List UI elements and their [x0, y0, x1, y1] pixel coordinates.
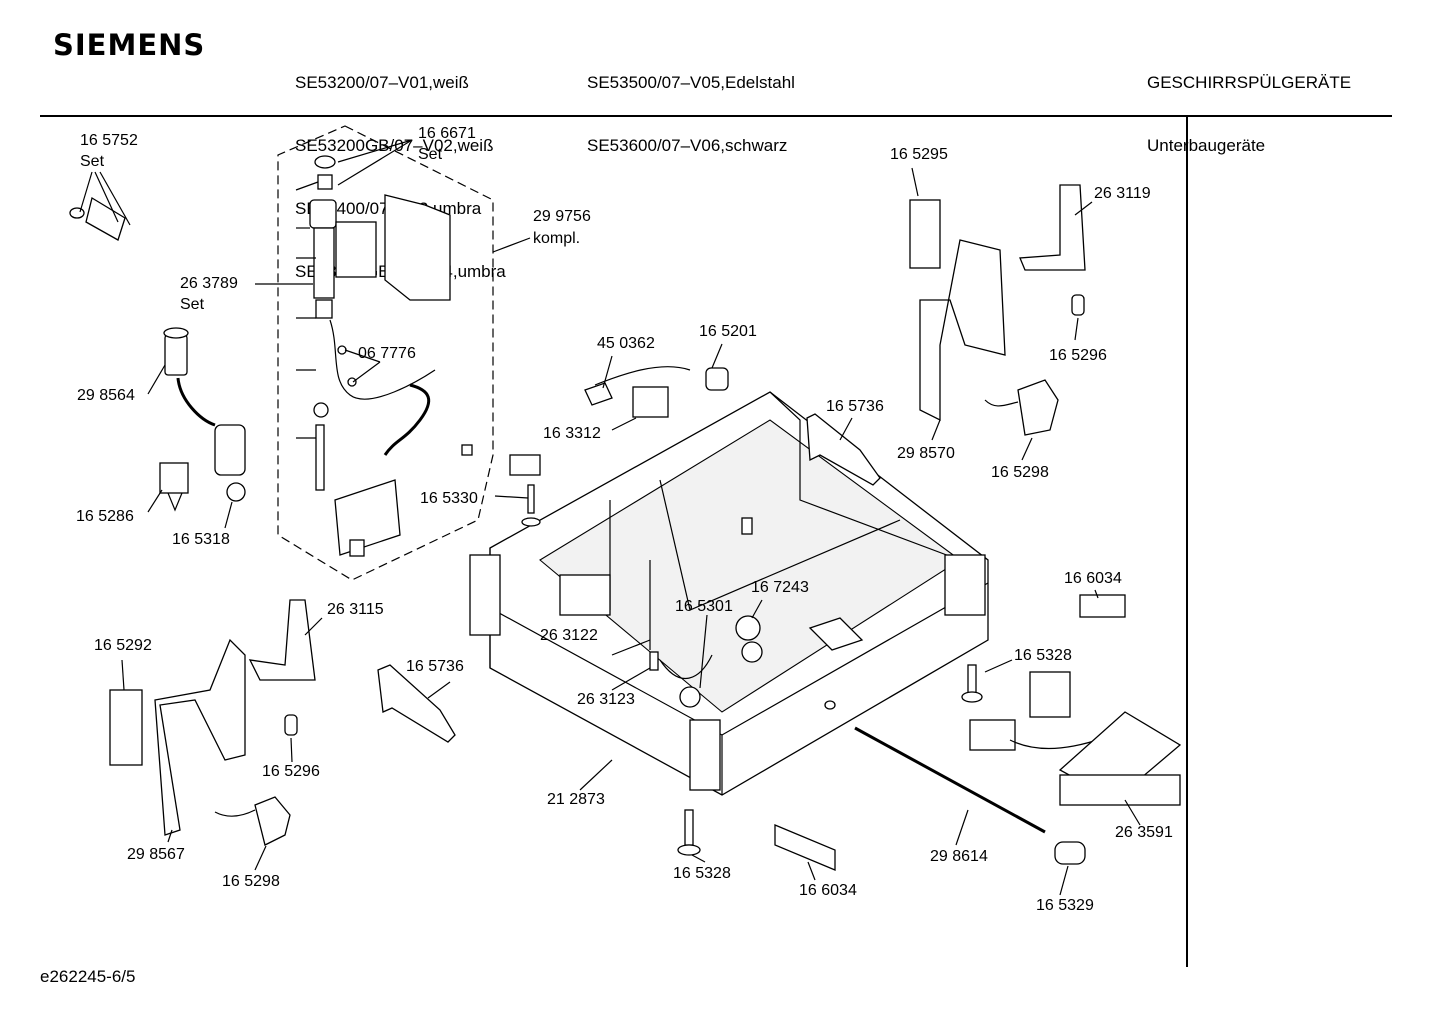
part-number-label: 16 5328 [1014, 647, 1072, 664]
part-number-label: 16 5292 [94, 637, 152, 654]
appliance-category: GESCHIRRSPÜLGERÄTE Unterbaugeräte [1147, 30, 1351, 177]
part-number-label: 16 5318 [172, 531, 230, 548]
model-line: SE53600/07–V06,schwarz [587, 136, 788, 155]
part-number-label: 16 5298 [222, 873, 280, 890]
part-number-label: 26 3115 [327, 601, 384, 618]
pump-assembly-parts [309, 155, 473, 557]
drawing-id: e262245-6/5 [40, 967, 136, 986]
part-labels: 16 5752 Set 16 6671 Set 29 9756 kompl. 2… [76, 125, 1173, 914]
part-number-label: 16 5286 [76, 508, 134, 525]
part-number-label: 16 5295 [890, 146, 948, 163]
part-number-label: 29 8570 [897, 445, 955, 462]
part-number-label: 29 8614 [930, 848, 988, 865]
brand-logo: SIEMENS [53, 28, 206, 62]
right-bracket-parts [806, 184, 1182, 865]
part-number-label: 26 3591 [1115, 824, 1173, 841]
part-number-label: 26 3789 [180, 275, 238, 292]
part-note-label: Set [180, 296, 205, 313]
part-number-label: 45 0362 [597, 335, 655, 352]
left-loose-parts [69, 196, 246, 512]
part-number-label: 16 7243 [751, 579, 809, 596]
part-number-label: 21 2873 [547, 791, 605, 808]
part-note-label: Set [418, 146, 443, 163]
part-number-label: 29 9756 [533, 208, 591, 225]
part-number-label: 16 5752 [80, 132, 138, 149]
left-bracket-parts [109, 599, 836, 871]
part-note-label: Set [80, 153, 105, 170]
model-line: SE53200/07–V01,weiß [295, 73, 469, 92]
part-number-label: 26 3123 [577, 691, 635, 708]
part-number-label: 16 3312 [543, 425, 601, 442]
side-divider [1186, 117, 1188, 967]
leader-lines [79, 139, 1141, 896]
header-divider [40, 115, 1392, 117]
part-number-label: 16 5301 [675, 598, 733, 615]
part-number-label: 16 6034 [1064, 570, 1122, 587]
model-list-right: SE53500/07–V05,Edelstahl SE53600/07–V06,… [587, 30, 795, 177]
part-number-label: 16 5296 [262, 763, 320, 780]
part-number-label: 16 5330 [420, 490, 478, 507]
base-tub-part [469, 391, 989, 796]
category-subtitle: Unterbaugeräte [1147, 136, 1266, 155]
model-line: SE53500/07–V05,Edelstahl [587, 73, 795, 92]
part-number-label: 29 8567 [127, 846, 185, 863]
part-number-label: 16 5328 [673, 865, 731, 882]
part-number-label: 16 5736 [826, 398, 884, 415]
part-number-label: 26 3119 [1094, 185, 1151, 202]
part-number-label: 16 5329 [1036, 897, 1094, 914]
center-parts [509, 366, 729, 527]
part-number-label: 16 5298 [991, 464, 1049, 481]
part-note-label: kompl. [533, 230, 580, 247]
part-number-label: 29 8564 [77, 387, 135, 404]
part-number-label: 16 6671 [418, 125, 476, 142]
part-number-label: 16 5296 [1049, 347, 1107, 364]
part-number-label: 16 5736 [406, 658, 464, 675]
category-title: GESCHIRRSPÜLGERÄTE [1147, 73, 1352, 92]
part-number-label: 16 5201 [699, 323, 757, 340]
part-number-label: 06 7776 [358, 345, 416, 362]
part-number-label: 16 6034 [799, 882, 857, 899]
part-number-label: 26 3122 [540, 627, 598, 644]
assembly-boundary [277, 125, 494, 581]
